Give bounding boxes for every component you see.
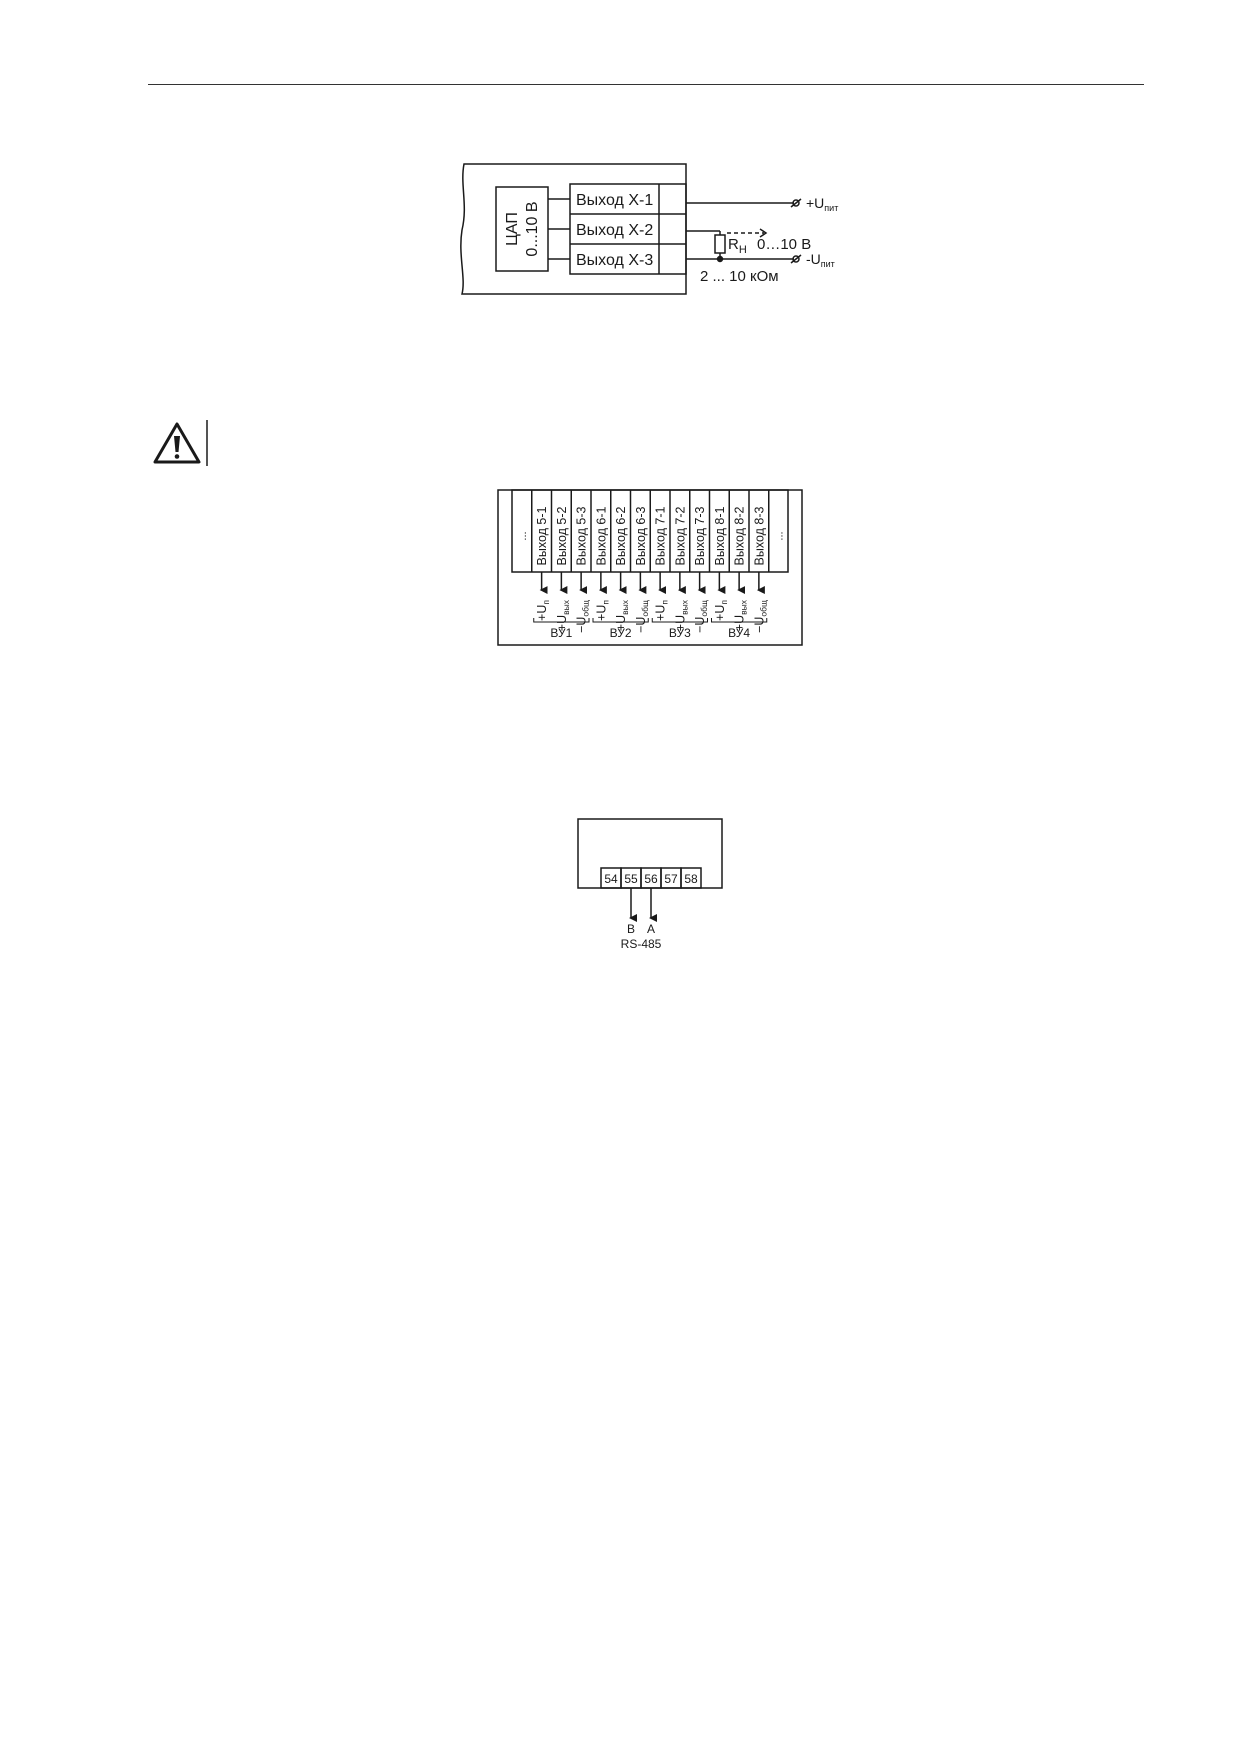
terminal-label: Выход 6-2 [614,506,628,565]
warning-triangle-icon [153,420,208,466]
figure-rs485-labels: B A RS-485 54 55 56 57 58 [604,872,698,951]
terminal-label: Выход 7-2 [673,506,687,565]
terminal-label: Выход 8-3 [752,506,766,565]
signal-label: +Uп [594,600,610,621]
group-label: ВУ2 [610,626,632,640]
signal-label: +Uвых [555,599,571,631]
rs485-terminal-cell [680,867,702,889]
signal-label: +Uвых [673,599,689,631]
figure-dac-labels: ЦАП 0...10 В Выход Х-1 Выход Х-2 Выход Х… [504,192,838,285]
output-x2-label: Выход Х-2 [576,222,653,239]
figure-dac-output [460,163,802,295]
group-bracket [651,618,708,623]
load-resistor [714,234,726,254]
header-rule [148,84,1144,85]
terminal-label: Выход 6-3 [634,506,648,565]
terminal-label: Выход 6-1 [594,506,608,565]
signal-label: −Uобщ [752,600,768,633]
terminal-label: Выход 5-2 [555,506,569,565]
group-bracket [592,618,649,623]
signal-label: +Uп [654,600,670,621]
terminal-label: Выход 5-3 [575,506,589,565]
dac-label: ЦАП [504,212,521,246]
group-bracket [533,618,590,623]
signal-label: −Uобщ [634,600,650,633]
output-x1-label: Выход Х-1 [576,192,653,209]
terminal-label: Выход 7-3 [693,506,707,565]
signal-label: +Uвых [733,599,749,631]
device-housing [460,163,687,295]
signal-label: +Uп [535,600,551,621]
terminal-label: Выход 7-1 [654,506,668,565]
figure-output-terminals [497,489,803,646]
rs485-b-label: B [627,922,635,936]
rs485-terminal-number: 55 [624,872,638,886]
dac-range-label: 0...10 В [524,201,541,256]
figure-output-terminal-labels: ...... Выход 5-1 +Uп Выход 5-2 +Uвых Выход 5-… [517,506,786,640]
plus-supply-terminal-icon [792,199,800,207]
terminal-block [569,183,687,275]
signal-label: −Uобщ [693,600,709,633]
terminal-label: Выход 8-1 [713,506,727,565]
rs485-terminal-number: 57 [664,872,678,886]
group-label: ВУ4 [728,626,750,640]
rs485-terminal-number: 56 [644,872,658,886]
voltage-range-label: 0…10 В [757,236,811,253]
minus-supply-label: -Uпит [806,251,835,269]
group-label: ВУ1 [550,626,572,640]
group-label: ВУ3 [669,626,691,640]
terminal-label: Выход 5-1 [535,506,549,565]
rs485-terminal-number: 58 [684,872,698,886]
output-x3-label: Выход Х-3 [576,252,653,269]
terminal-label: Выход 8-2 [733,506,747,565]
plus-supply-label: +Uпит [806,195,838,213]
group-bracket [711,618,768,623]
signal-label: +Uвых [614,599,630,631]
figure-rs485 [577,818,723,922]
rs485-bus-label: RS-485 [621,937,662,951]
minus-supply-terminal-icon [792,255,800,263]
signal-label: +Uп [713,600,729,621]
resistance-range-label: 2 ... 10 кОм [700,268,779,285]
signal-label: −Uобщ [575,600,591,633]
rs485-a-label: A [647,922,655,936]
rs485-terminal-number: 54 [604,872,618,886]
terminal-ellipsis-left: ... [517,531,529,540]
resistor-label: RН [728,236,747,256]
terminal-ellipsis-right: ... [774,531,786,540]
